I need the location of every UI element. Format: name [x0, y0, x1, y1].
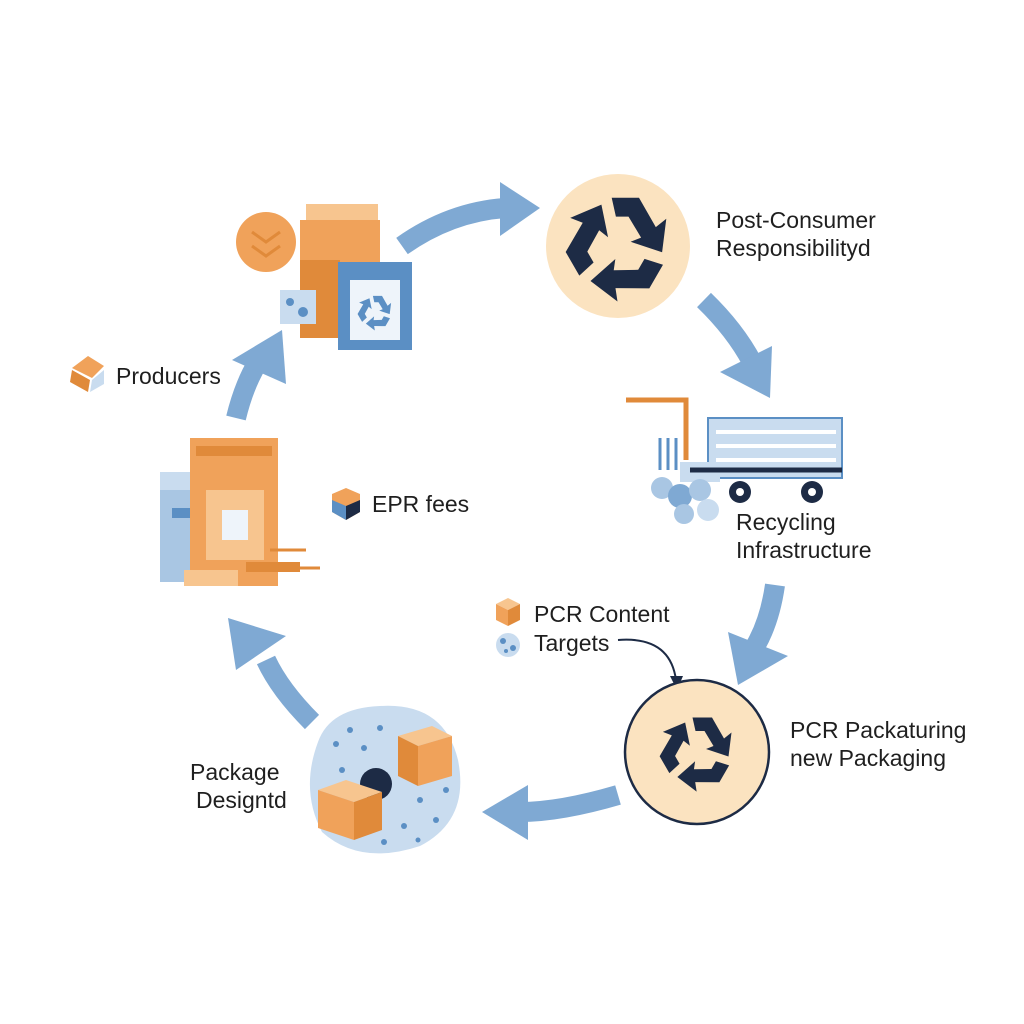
package-design-label-line1: Package [190, 759, 280, 785]
pellet-dots-icon [496, 633, 520, 657]
post-consumer-circle [546, 174, 690, 318]
arrow-recycling-to-pcr-packaging [747, 583, 785, 650]
arrow-head-5 [228, 618, 286, 670]
pcr-packaging-circle [623, 678, 771, 826]
arrow-producers-to-post-consumer [396, 198, 506, 255]
recycling-label-line2: Infrastructure [736, 537, 872, 563]
post-consumer-label-line1: Post-Consumer [716, 207, 876, 233]
arrow-post-consumer-to-recycling [697, 292, 761, 367]
cube-marker-icon [70, 356, 104, 392]
arrow-head-1 [500, 182, 540, 236]
epr-fees-item: EPR fees [332, 488, 469, 520]
arrow-paper-bags-to-producers [226, 356, 267, 421]
pcr-packaging-label-line1: PCR Packaturing [790, 717, 966, 743]
post-consumer-label-line2: Responsibilityd [716, 235, 871, 261]
paper-bags-icon [160, 438, 320, 586]
pcr-packaging-node: PCR Packaturing new Packaging [623, 678, 966, 826]
arrow-head-4 [482, 785, 528, 840]
boxes-pellets-icon [309, 705, 461, 854]
arrow-head-2 [720, 346, 772, 398]
epr-fees-label: EPR fees [372, 491, 469, 517]
orange-cube-icon [496, 598, 520, 626]
cycle-arrows [226, 182, 788, 840]
post-consumer-node: Post-Consumer Responsibilityd [546, 174, 876, 318]
pcr-targets-label-line1: PCR Content [534, 601, 670, 627]
arrow-design-to-paper-bags [256, 655, 320, 730]
arrow-pcr-packaging-to-design [519, 785, 621, 822]
hexagon-coin-icon [332, 488, 360, 520]
arrow-head-3 [728, 632, 788, 685]
pcr-targets-pointer [617, 638, 677, 681]
package-design-label-line2: Designtd [196, 787, 287, 813]
product-packages-icon [236, 204, 412, 350]
pcr-targets-label-line2: Targets [534, 630, 609, 656]
producers-item: Producers [70, 356, 221, 392]
pcr-packaging-label-line2: new Packaging [790, 745, 946, 771]
producers-label: Producers [116, 363, 221, 389]
recycling-label-line1: Recycling [736, 509, 836, 535]
recycling-truck-icon [626, 397, 843, 524]
pcr-targets-item: PCR Content Targets [496, 598, 683, 690]
arrow-head-6 [232, 330, 286, 384]
